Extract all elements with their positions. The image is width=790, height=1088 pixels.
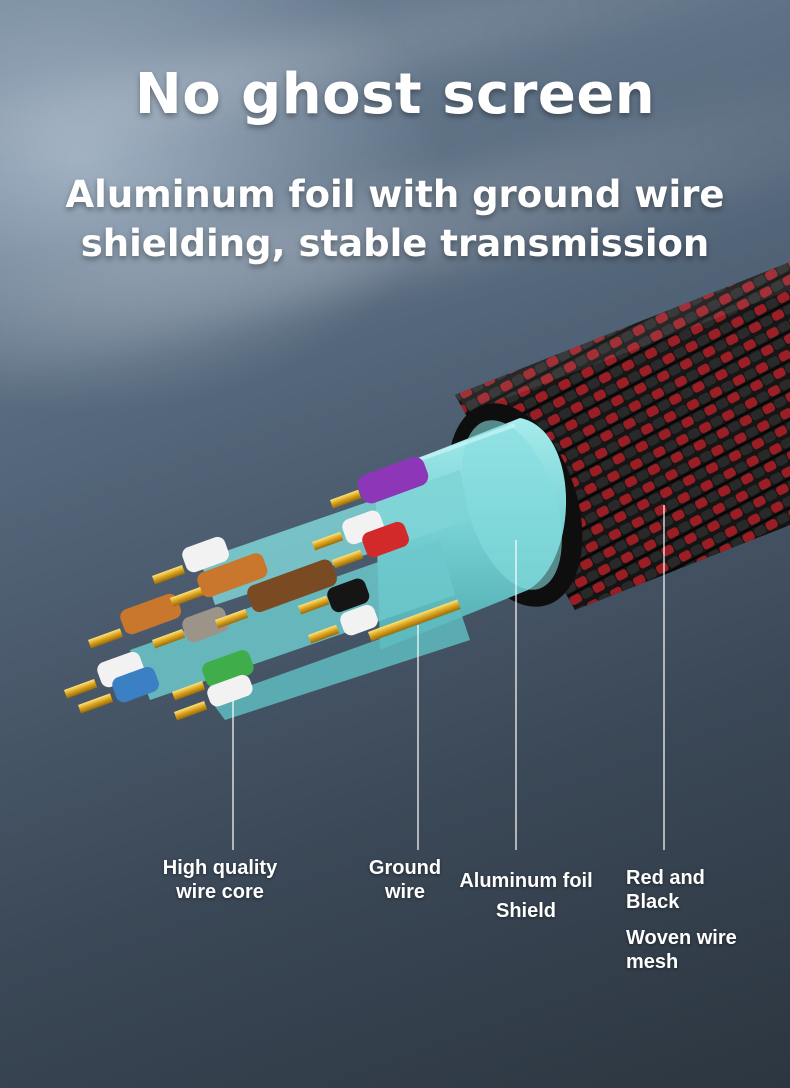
callout-text: wire bbox=[384, 881, 426, 903]
wire-cores bbox=[63, 456, 470, 721]
subheadline-line: shielding, stable transmission bbox=[80, 222, 710, 265]
callout-woven-mesh: Red and Black Woven wire mesh bbox=[626, 866, 776, 974]
callout-text: Red and bbox=[626, 867, 705, 889]
callout-text: Aluminum foil bbox=[459, 870, 593, 892]
callout-text: Black bbox=[626, 891, 680, 913]
callout-ground-wire: Ground wire bbox=[360, 856, 450, 904]
callout-text: mesh bbox=[626, 951, 679, 973]
callout-text: High quality bbox=[162, 857, 278, 879]
callout-text: wire core bbox=[176, 881, 264, 903]
callout-foil-shield: Aluminum foil Shield bbox=[452, 866, 600, 926]
headline: No ghost screen bbox=[134, 62, 656, 127]
callout-text: Ground bbox=[368, 857, 442, 879]
subheadline-line: Aluminum foil with ground wire bbox=[65, 173, 725, 216]
callout-text: Woven wire bbox=[626, 927, 737, 949]
subheadline: Aluminum foil with ground wire shielding… bbox=[40, 170, 750, 268]
callout-text: Shield bbox=[495, 900, 556, 922]
callout-wire-core: High quality wire core bbox=[150, 856, 290, 904]
